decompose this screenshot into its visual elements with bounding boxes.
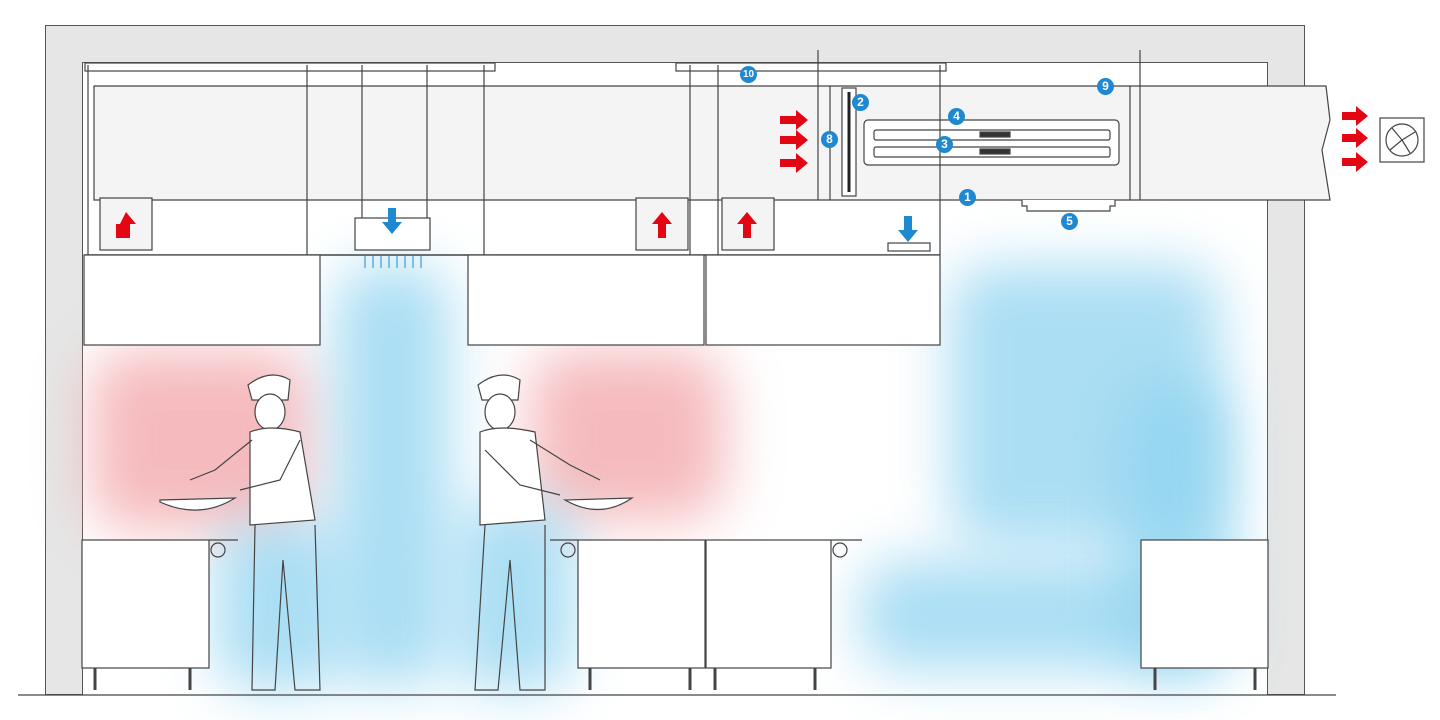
red-arrow-up-3 (737, 212, 757, 238)
cooker-4 (1140, 539, 1269, 669)
label-10: 10 (740, 66, 757, 83)
red-arrow-out-1 (1342, 106, 1368, 126)
red-arrow-out-3 (1342, 152, 1368, 172)
red-arrow-right-1 (780, 110, 808, 130)
cold-zone-chef-middle (455, 500, 575, 690)
hood-2 (467, 254, 705, 346)
exhaust-arrows (116, 106, 1368, 238)
cooker-2 (577, 539, 706, 669)
chef-figure-middle (474, 374, 635, 691)
exhaust-duct (93, 85, 1331, 201)
red-arrow-right-3 (780, 153, 808, 173)
hood-3 (705, 254, 941, 346)
supply-diffuser (1021, 200, 1116, 212)
cooker-3 (705, 539, 832, 669)
suspension-rail-left (84, 62, 496, 72)
red-arrow-up-2 (652, 212, 672, 238)
suspension-rail-right (675, 62, 947, 72)
label-4: 4 (948, 108, 965, 125)
supply-grille (887, 242, 931, 252)
label-2: 2 (852, 94, 869, 111)
label-9: 9 (1097, 78, 1114, 95)
label-8: 8 (821, 131, 838, 148)
filter-housing (863, 119, 1120, 166)
supply-jets (364, 256, 422, 268)
cold-zone-supply (335, 265, 450, 685)
blue-arrow-down-2 (898, 216, 918, 242)
hot-zone-middle (530, 350, 725, 520)
red-arrow-right-2 (780, 130, 808, 150)
hood-1 (83, 254, 321, 346)
exhaust-fan-icon (1379, 117, 1425, 163)
label-1: 1 (959, 189, 976, 206)
chef-figure-left (159, 374, 321, 691)
cooker-1 (81, 539, 210, 669)
label-3: 3 (936, 136, 953, 153)
red-arrow-out-2 (1342, 128, 1368, 148)
supply-arrows (382, 208, 918, 242)
label-5: 5 (1061, 213, 1078, 230)
blue-arrow-down-1 (382, 208, 402, 234)
